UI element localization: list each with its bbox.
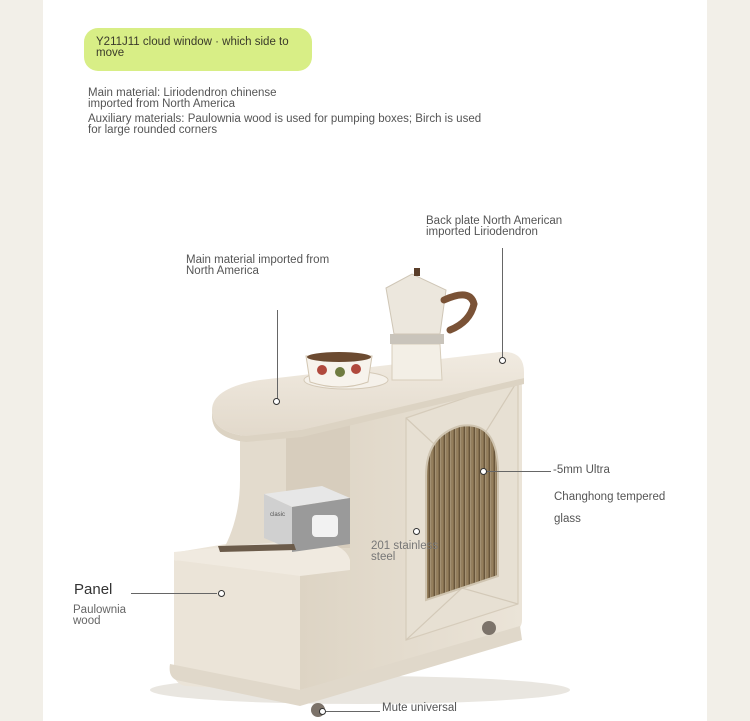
caster-leader xyxy=(326,711,380,712)
cabinet-top xyxy=(212,351,524,436)
back-plate-leader xyxy=(502,248,503,360)
product-tag-label: Y211J11 cloud window · which side to mov… xyxy=(96,36,289,59)
storage-box: clasic xyxy=(264,486,350,552)
moka-pot xyxy=(385,268,478,381)
fluted-glass xyxy=(425,424,499,602)
panel-subtitle: Paulownia wood xyxy=(73,604,127,627)
caster-label: Mute universal xyxy=(382,702,457,714)
panel-dot xyxy=(218,590,225,597)
coffee-cup xyxy=(303,352,389,390)
hinge-dot xyxy=(413,528,420,535)
main-material-text: Main material: Liriodendron chinense imp… xyxy=(88,87,277,110)
glass-dot xyxy=(480,468,487,475)
top-material-dot xyxy=(273,398,280,405)
panel-leader xyxy=(131,593,217,594)
caster-dot xyxy=(319,708,326,715)
product-tag: Y211J11 cloud window · which side to mov… xyxy=(84,28,312,71)
top-material-leader xyxy=(277,310,278,400)
aux-material-text: Auxiliary materials: Paulownia wood is u… xyxy=(88,113,482,136)
svg-text:clasic: clasic xyxy=(270,512,285,518)
glass-label-line2: Changhong tempered xyxy=(554,491,666,503)
glass-leader xyxy=(487,471,551,472)
cabinet-base xyxy=(169,626,522,706)
back-plate-dot xyxy=(499,357,506,364)
caster-right xyxy=(482,621,496,635)
panel-title: Panel xyxy=(74,581,113,598)
hinge-label: 201 stainless steel xyxy=(371,540,439,563)
top-material-label: Main material imported from North Americ… xyxy=(186,254,330,277)
glass-label-line1: -5mm Ultra xyxy=(553,464,610,476)
back-plate-label: Back plate North American imported Lirio… xyxy=(426,215,563,238)
book xyxy=(218,544,296,552)
glass-label-line3: glass xyxy=(554,513,581,525)
